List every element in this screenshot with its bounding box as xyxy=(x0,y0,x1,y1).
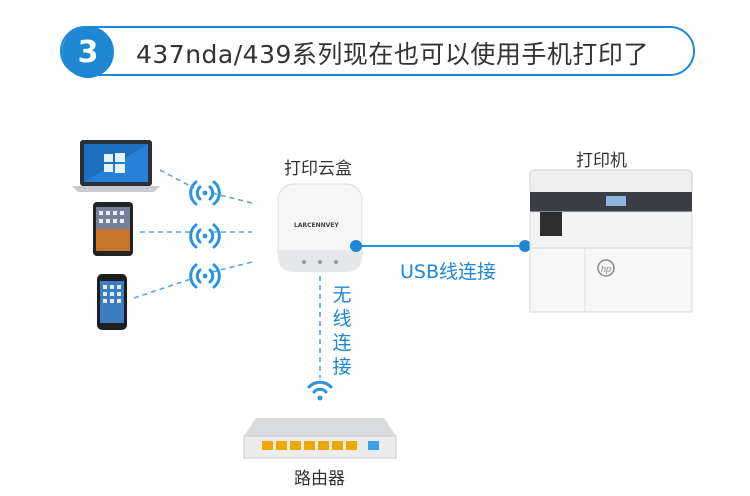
wireless-label-char: 无 xyxy=(330,283,354,307)
wireless-label-char: 线 xyxy=(330,307,354,331)
cloud-box-label: 打印云盒 xyxy=(284,154,352,179)
printer-image: hp xyxy=(530,170,692,312)
usb-endpoint-dot xyxy=(519,240,531,252)
router-label: 路由器 xyxy=(294,464,345,489)
printer-label: 打印机 xyxy=(576,146,627,171)
wireless-connection-label: 无 线 连 接 xyxy=(330,283,354,379)
tablet-icon xyxy=(93,202,133,256)
wifi-icon xyxy=(309,382,331,400)
usb-connection-label: USB线连接 xyxy=(400,257,496,284)
laptop-icon xyxy=(72,140,160,192)
cloud-box-brand: LARCENNVEY xyxy=(294,222,339,229)
router-image xyxy=(244,418,396,458)
wireless-label-char: 接 xyxy=(330,355,354,379)
usb-endpoint-dot xyxy=(350,240,362,252)
wireless-label-char: 连 xyxy=(330,331,354,355)
svg-text:hp: hp xyxy=(601,264,611,274)
phone-icon xyxy=(97,274,127,330)
